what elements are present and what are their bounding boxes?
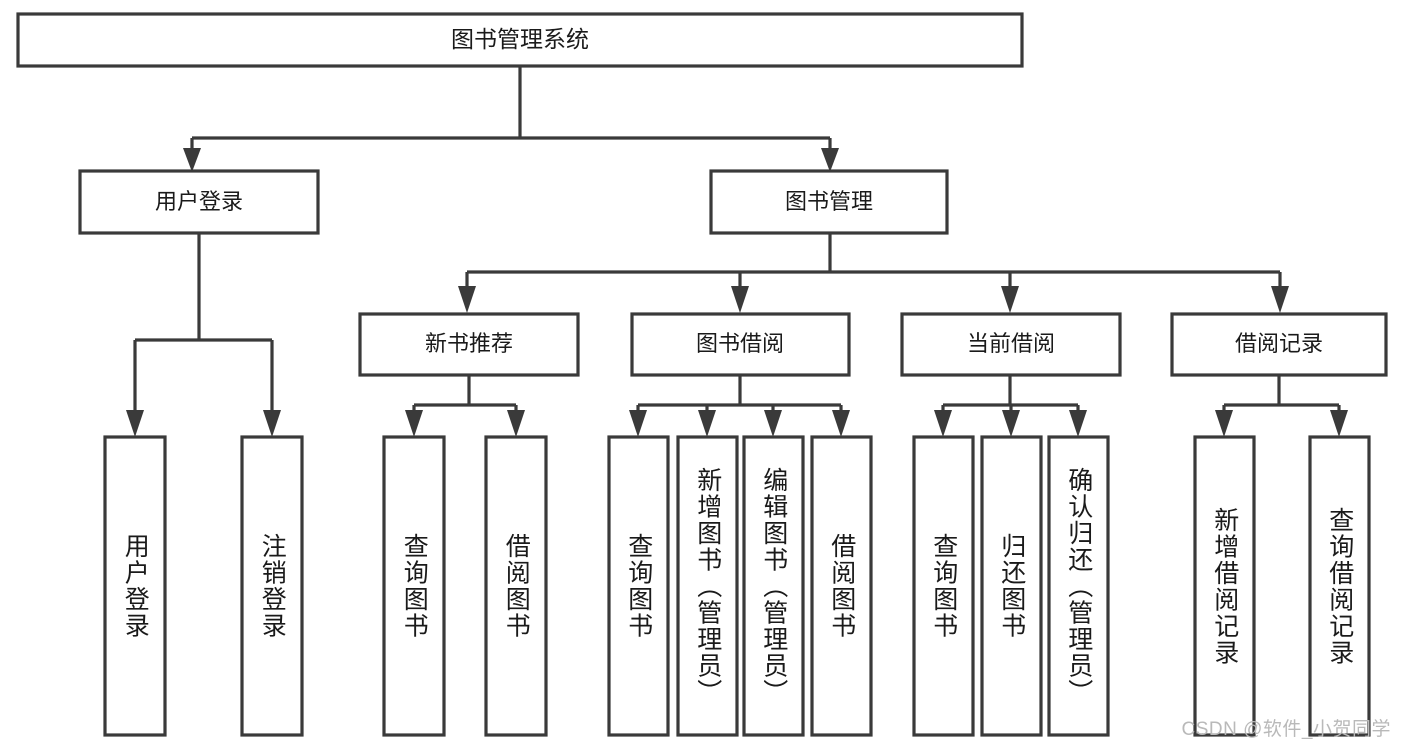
node-current-borrow-label: 当前借阅	[967, 331, 1055, 356]
node-book-borrow[interactable]: 图书借阅	[630, 312, 851, 377]
arrow-bm-new	[458, 286, 476, 313]
leaf-rects	[103, 435, 1371, 737]
arrow-root-to-login	[183, 148, 201, 172]
arrow-record-leaf-2	[1330, 410, 1348, 437]
arrow-current-leaf-1	[934, 410, 952, 437]
node-user-login-rect[interactable]	[78, 169, 320, 235]
node-book-borrow-rect[interactable]	[630, 312, 851, 377]
leaf-rect-record-2[interactable]	[1308, 435, 1371, 737]
node-book-borrow-label: 图书借阅	[696, 331, 784, 356]
arrow-bm-record	[1271, 286, 1289, 313]
leaf-rect-current-2[interactable]	[980, 435, 1043, 737]
arrow-current-leaf-2	[1002, 410, 1020, 437]
arrow-record-leaf-1	[1215, 410, 1233, 437]
arrow-root-to-bookmgmt	[821, 148, 839, 172]
connectors	[126, 66, 1348, 437]
leaf-rect-user-login-2[interactable]	[240, 435, 304, 737]
leaf-rect-record-1[interactable]	[1193, 435, 1256, 737]
csdn-watermark: CSDN @软件_小贺同学	[1181, 719, 1391, 740]
leaf-rect-borrow-4[interactable]	[810, 435, 873, 737]
node-root[interactable]: 图书管理系统	[16, 12, 1024, 68]
arrow-login-leaf-1	[126, 410, 144, 437]
node-book-management-rect[interactable]	[709, 169, 949, 235]
arrow-current-leaf-3	[1069, 410, 1087, 437]
arrow-new-leaf-2	[507, 410, 525, 437]
leaf-rect-current-1[interactable]	[912, 435, 975, 737]
node-user-login[interactable]: 用户登录	[78, 169, 320, 235]
leaf-rect-current-3[interactable]	[1047, 435, 1110, 737]
node-root-label: 图书管理系统	[451, 26, 589, 52]
arrow-borrow-leaf-4	[832, 410, 850, 437]
node-borrow-record-label: 借阅记录	[1235, 331, 1323, 356]
node-current-borrow-rect[interactable]	[900, 312, 1122, 377]
arrow-new-leaf-1	[405, 410, 423, 437]
node-new-book-recommend-rect[interactable]	[358, 312, 580, 377]
arrow-borrow-leaf-2	[698, 410, 716, 437]
node-new-book-recommend-label: 新书推荐	[425, 331, 513, 356]
leaf-rect-borrow-1[interactable]	[607, 435, 670, 737]
node-new-book-recommend[interactable]: 新书推荐	[358, 312, 580, 377]
node-borrow-record-rect[interactable]	[1170, 312, 1388, 377]
leaf-rect-borrow-2[interactable]	[676, 435, 739, 737]
arrow-bm-borrow	[731, 286, 749, 313]
node-borrow-record[interactable]: 借阅记录	[1170, 312, 1388, 377]
node-user-login-label: 用户登录	[155, 189, 243, 214]
leaf-rect-user-login-1[interactable]	[103, 435, 167, 737]
leaf-rect-new-2[interactable]	[484, 435, 548, 737]
node-book-management-label: 图书管理	[785, 189, 873, 214]
leaf-rect-new-1[interactable]	[382, 435, 446, 737]
node-book-management[interactable]: 图书管理	[709, 169, 949, 235]
arrow-login-leaf-2	[263, 410, 281, 437]
arrow-bm-current	[1001, 286, 1019, 313]
arrow-borrow-leaf-1	[629, 410, 647, 437]
node-current-borrow[interactable]: 当前借阅	[900, 312, 1122, 377]
node-root-rect[interactable]	[16, 12, 1024, 68]
leaf-rect-borrow-3[interactable]	[742, 435, 805, 737]
arrow-borrow-leaf-3	[764, 410, 782, 437]
